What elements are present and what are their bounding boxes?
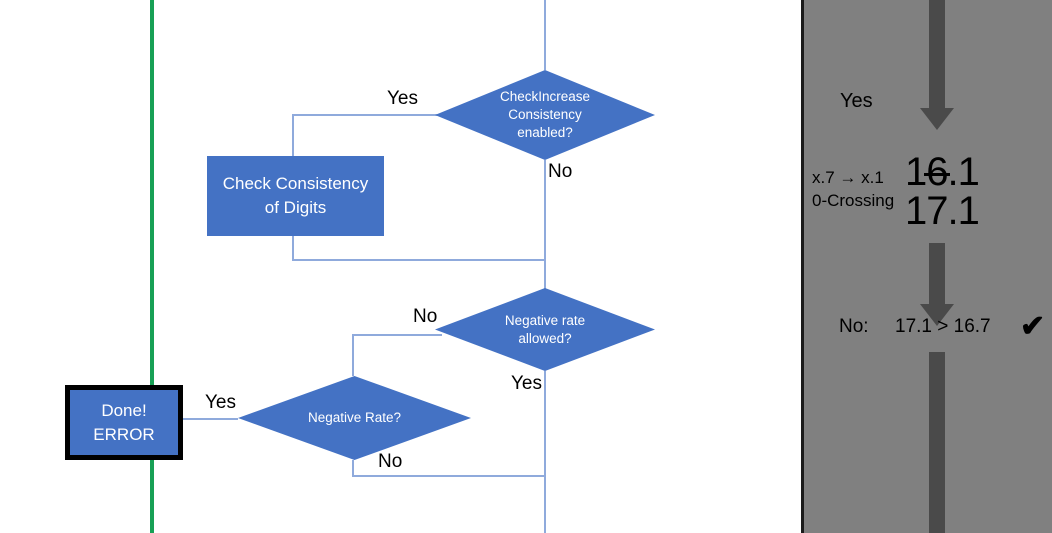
connector-negrate-no-vertical xyxy=(352,460,354,476)
connector-negallowed-no-horizontal xyxy=(352,334,442,336)
panel-rule-line-2: 0-Crossing xyxy=(812,191,895,210)
edge-label-negrate-yes: Yes xyxy=(205,392,236,413)
process-check-consistency-of-digits[interactable]: Check Consistency of Digits xyxy=(207,156,384,236)
panel-arrow-middle-shaft xyxy=(929,243,945,306)
panel-rule-labels: x.7 → x.1 0-Crossing xyxy=(812,166,894,212)
panel-arrow-top-head xyxy=(920,108,954,130)
panel-rule-to: x.1 xyxy=(861,168,884,187)
edge-label-checkincrease-yes: Yes xyxy=(387,88,418,109)
panel-arrow-top-shaft xyxy=(929,0,945,110)
panel-value-old-suffix: .1 xyxy=(947,150,980,194)
edge-label-checkincrease-no: No xyxy=(548,161,573,182)
decision-negative-rate-allowed-label: Negative rate allowed? xyxy=(504,312,586,346)
terminal-done-error-label: Done! ERROR xyxy=(93,400,155,444)
panel-value-old-struck-digit: 6 xyxy=(924,150,950,194)
connector-checkincrease-yes-vertical xyxy=(292,114,294,156)
panel-value-old: 16.1 xyxy=(905,150,980,194)
connector-trunk-middle xyxy=(544,160,546,300)
panel-comparison-row: No: 17.1 > 16.7 ✔ xyxy=(839,310,1046,343)
decision-negative-rate[interactable]: Negative Rate? xyxy=(238,376,471,460)
decision-negative-rate-allowed[interactable]: Negative rate allowed? xyxy=(435,288,655,371)
connector-trunk-top xyxy=(544,0,546,70)
edge-label-negrate-no: No xyxy=(378,451,403,472)
connector-negrate-yes-horizontal xyxy=(173,418,238,420)
panel-comparison-text: 17.1 > 16.7 xyxy=(895,316,991,337)
edge-label-negallowed-yes: Yes xyxy=(511,373,542,394)
decision-negative-rate-label: Negative Rate? xyxy=(307,410,402,425)
terminal-done-error[interactable]: Done! ERROR xyxy=(65,385,183,460)
connector-negrate-no-horizontal xyxy=(352,475,546,477)
checkmark-icon: ✔ xyxy=(1020,310,1046,343)
panel-comparison-prefix: No: xyxy=(839,316,869,337)
right-arrow-icon: → xyxy=(839,168,857,187)
connector-trunk-bottom xyxy=(544,371,546,533)
panel-arrow-middle-head xyxy=(920,304,954,326)
panel-arrow-bottom-shaft xyxy=(929,352,945,533)
connector-negallowed-no-vertical xyxy=(352,334,354,376)
process-check-consistency-label: Check Consistency of Digits xyxy=(222,174,369,217)
connector-process-out-horizontal xyxy=(292,259,546,261)
panel-rule-from: x.7 xyxy=(812,168,835,187)
panel-value-old-prefix: 1 xyxy=(905,150,927,194)
edge-label-negallowed-no: No xyxy=(413,306,438,327)
panel-value-new: 17.1 xyxy=(905,189,980,233)
connector-process-out-vertical xyxy=(292,236,294,260)
green-divider-line xyxy=(150,0,154,533)
connector-checkincrease-yes-horizontal xyxy=(292,114,440,116)
panel-yes-label: Yes xyxy=(840,90,873,112)
decision-check-increase-label: CheckIncrease Consistency enabled? xyxy=(499,89,591,140)
panel-rule-line-1: x.7 → x.1 xyxy=(812,166,894,189)
decision-check-increase-consistency[interactable]: CheckIncrease Consistency enabled? xyxy=(435,70,655,160)
annotation-panel: Yes x.7 → x.1 0-Crossing 16.1 17.1 No: 1… xyxy=(801,0,1052,533)
